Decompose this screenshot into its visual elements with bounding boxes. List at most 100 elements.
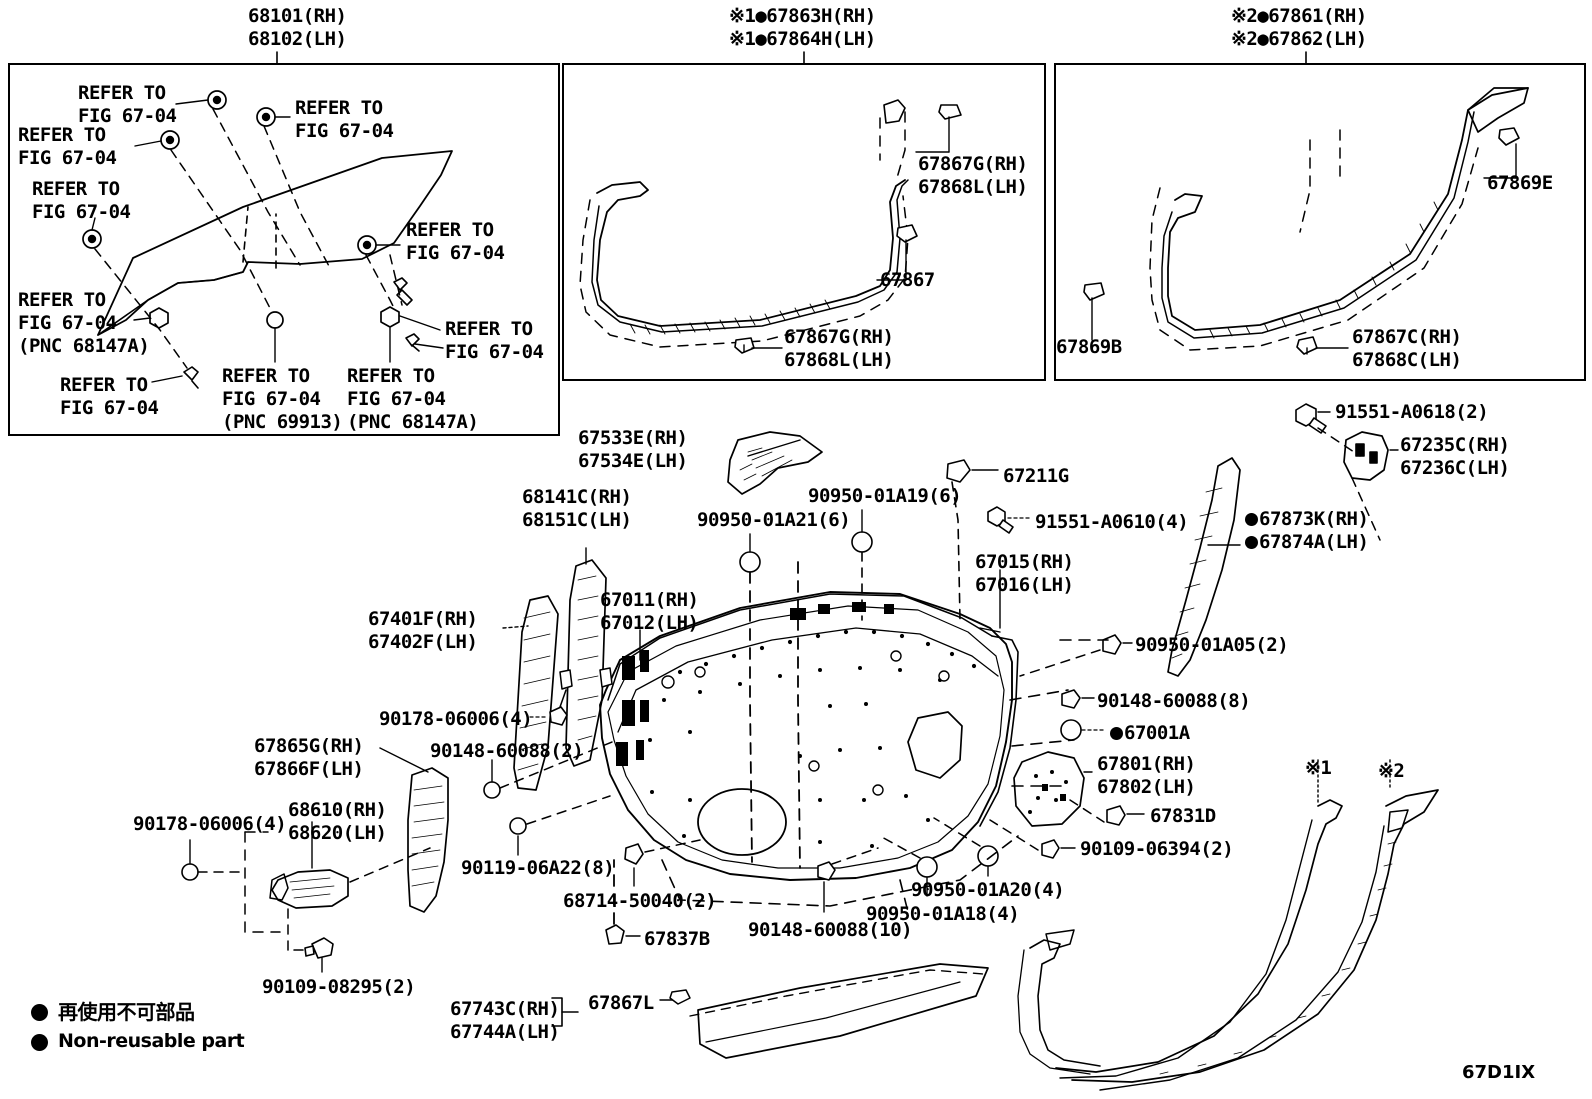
screw-head-b [599,667,613,688]
part-68610: 68610(RH) 68620(LH) [288,799,387,844]
handle-dash-box [244,831,281,933]
clip-67867L [669,989,691,1005]
door-panel-inner-line [607,605,1005,869]
legend-dot-jp [31,1004,48,1021]
part-90950-01A18: 90950-01A18(4) [866,903,1020,925]
part-67867G-bottom: 67867G(RH) 67868L(LH) [784,326,894,371]
refer-callout-2: REFER TO FIG 67-04 [295,97,394,142]
ws1-panel-title: ※1●67863H(RH) [729,5,876,27]
refer-callout-8: REFER TO FIG 67-04 (PNC 69913) [222,365,343,433]
refer-callout-3: REFER TO FIG 67-04 [18,124,117,169]
part-67867: 67867 [880,269,935,291]
handle-end-cap [269,873,289,901]
part-67743C-shape [697,963,989,1059]
p67533E-leader [747,439,801,457]
part-67867L: 67867L [588,992,654,1014]
part-67401F: 67401F(RH) 67402F(LH) [368,608,478,653]
screw-90178-06006-a [549,706,568,726]
clip-90950-01A19 [851,531,873,553]
part-67874A: 67874A(LH) [1245,531,1369,554]
clip-90148-60088-10 [817,861,836,881]
part-67235C-shape [1343,431,1389,481]
refer-callout-7: REFER TO FIG 67-04 [445,318,544,363]
non-reusable-dot [1245,513,1258,526]
bolt-91551-A0610 [987,506,1006,527]
refer-callout-10: REFER TO FIG 67-04 [60,374,159,419]
part-67867C: 67867C(RH) 67868C(LH) [1352,326,1462,371]
non-reusable-dot [1110,727,1123,740]
glass-panel-title-lh: 68102(LH) [248,28,347,50]
ws-mark2-cap [1387,809,1409,833]
part-68141C: 68141C(RH) 68151C(LH) [522,486,632,531]
part-67235C: 67235C(RH) 67236C(LH) [1400,434,1510,479]
door-belt-second [617,627,999,733]
clip-90950-01A18 [916,856,938,878]
screw-90109-08295 [311,937,334,959]
p67865G-leader [379,747,429,773]
part-91551-A0618: 91551-A0618(2) [1335,401,1489,423]
part-67801-shape [1013,751,1085,827]
clip-67001A [1060,719,1082,741]
clip-67831D [1106,805,1126,826]
ws2-panel-box [1054,63,1586,381]
ws-lower-left-inner [1017,949,1091,1075]
part-90148-60088-8: 90148-60088(8) [1097,690,1251,712]
ws1-panel-title-lh: ※1●67864H(LH) [729,28,876,50]
ws-lower-left-cap [1045,929,1075,951]
ws-lower-left [1029,939,1101,1067]
part-67867G-top: 67867G(RH) 67868L(LH) [918,153,1028,198]
mark-2-label: ※2 [1378,760,1405,782]
part-90109-06394: 90109-06394(2) [1080,838,1234,860]
part-90950-01A20: 90950-01A20(4) [911,879,1065,901]
ws-mark2-outer [1071,789,1439,1083]
part-67801: 67801(RH) 67802(LH) [1097,753,1196,798]
part-90950-01A19: 90950-01A19(6) [808,485,962,507]
part-67869E: 67869E [1487,172,1553,194]
p67015-leader-tip [979,627,1001,633]
part-67873K: 67873K(RH) [1245,508,1369,531]
clip-90950-01A21 [739,551,761,573]
non-reusable-dot [1245,536,1258,549]
part-90950-01A05: 90950-01A05(2) [1135,634,1289,656]
part-91551-A0610: 91551-A0610(4) [1035,511,1189,533]
part-67015: 67015(RH) 67016(LH) [975,551,1074,596]
part-90178-06006-b: 90178-06006(4) [133,813,287,835]
part-67831D: 67831D [1150,805,1216,827]
door-access-hole [907,711,963,779]
part-68714-50040: 68714-50040(2) [563,890,717,912]
part-67011: 67011(RH) 67012(LH) [600,589,699,634]
door-speaker-hole [697,788,787,856]
part-67869B: 67869B [1056,336,1122,358]
refer-callout-5: REFER TO FIG 67-04 [406,219,505,264]
screw-90178-06006-b [181,863,199,881]
part-68610-shape [271,869,349,909]
ws2-panel-title-lh: ※2●67862(LH) [1231,28,1367,50]
bolt-91551-A0618 [1295,403,1317,427]
legend-dot-en [31,1034,48,1051]
part-67837B: 67837B [644,928,710,950]
clip-67837B [605,924,625,945]
clip-90950-01A05 [1102,634,1122,655]
refer-callout-1: REFER TO FIG 67-04 [78,82,177,127]
clip-67211G [946,459,971,483]
ws2-panel-title: ※2●67861(RH) [1231,5,1367,27]
part-67743C: 67743C(RH) 67744A(LH) [450,998,560,1043]
legend-jp-text: 再使用不可部品 [58,1000,195,1024]
clip-90119-06A22 [509,817,527,835]
part-67211G: 67211G [1003,465,1069,487]
part-90178-06006-a: 90178-06006(4) [379,708,533,730]
part-67533E: 67533E(RH) 67534E(LH) [578,427,688,472]
part-90109-08295: 90109-08295(2) [262,976,416,998]
glass-panel-title: 68101(RH) [248,5,347,27]
p67401F-leader [502,625,529,629]
refer-callout-9: REFER TO FIG 67-04 (PNC 68147A) [347,365,479,433]
door-dash-h2 [1011,739,1075,747]
clip-90950-01A20 [977,845,999,867]
ws-mark2-inner [1099,825,1385,1091]
refer-callout-6: REFER TO FIG 67-04 (PNC 68147A) [18,289,150,357]
refer-callout-4: REFER TO FIG 67-04 [32,178,131,223]
dash-91551-A0618 [1317,427,1361,457]
part-67865G-shape [407,767,449,913]
clip-68714-50040 [624,843,644,865]
